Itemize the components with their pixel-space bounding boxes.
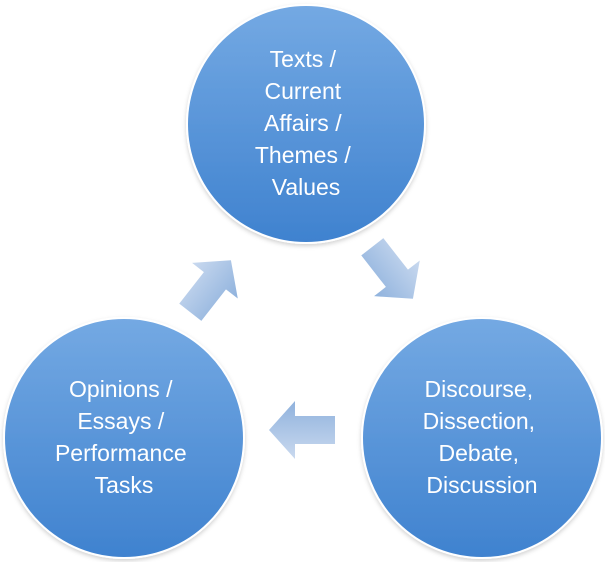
node-discourse-line: Discourse, — [424, 376, 533, 402]
node-discourse-line: Dissection, — [423, 408, 535, 434]
node-opinions: Opinions / Essays / Performance Tasks — [3, 317, 245, 559]
node-texts-line: Current — [264, 78, 341, 104]
node-opinions-circle — [3, 317, 245, 559]
node-opinions-line: Tasks — [95, 472, 154, 498]
node-texts-line: Texts / — [270, 46, 337, 72]
node-texts-label: Texts / Current Affairs / Themes / Value… — [255, 46, 357, 200]
node-discourse-label: Discourse, Dissection, Debate, Discussio… — [423, 376, 542, 498]
node-texts-line: Themes / — [255, 142, 351, 168]
arrow-icon — [269, 401, 335, 459]
node-texts-circle — [186, 4, 426, 244]
node-texts: Texts / Current Affairs / Themes / Value… — [186, 4, 426, 244]
edge-texts-to-discourse — [361, 238, 420, 299]
edge-discourse-to-opinions — [269, 401, 335, 459]
node-discourse-line: Discussion — [426, 472, 537, 498]
node-opinions-line: Essays / — [77, 408, 165, 434]
node-discourse: Discourse, Dissection, Debate, Discussio… — [361, 317, 603, 559]
edge-opinions-to-texts — [179, 260, 238, 321]
node-opinions-label: Opinions / Essays / Performance Tasks — [55, 376, 193, 498]
node-texts-line: Values — [272, 174, 341, 200]
arrow-icon — [179, 260, 238, 321]
node-opinions-line: Performance — [55, 440, 187, 466]
node-discourse-line: Debate, — [439, 440, 520, 466]
node-discourse-circle — [361, 317, 603, 559]
arrow-icon — [361, 238, 420, 299]
node-texts-line: Affairs / — [264, 110, 342, 136]
node-opinions-line: Opinions / — [69, 376, 173, 402]
